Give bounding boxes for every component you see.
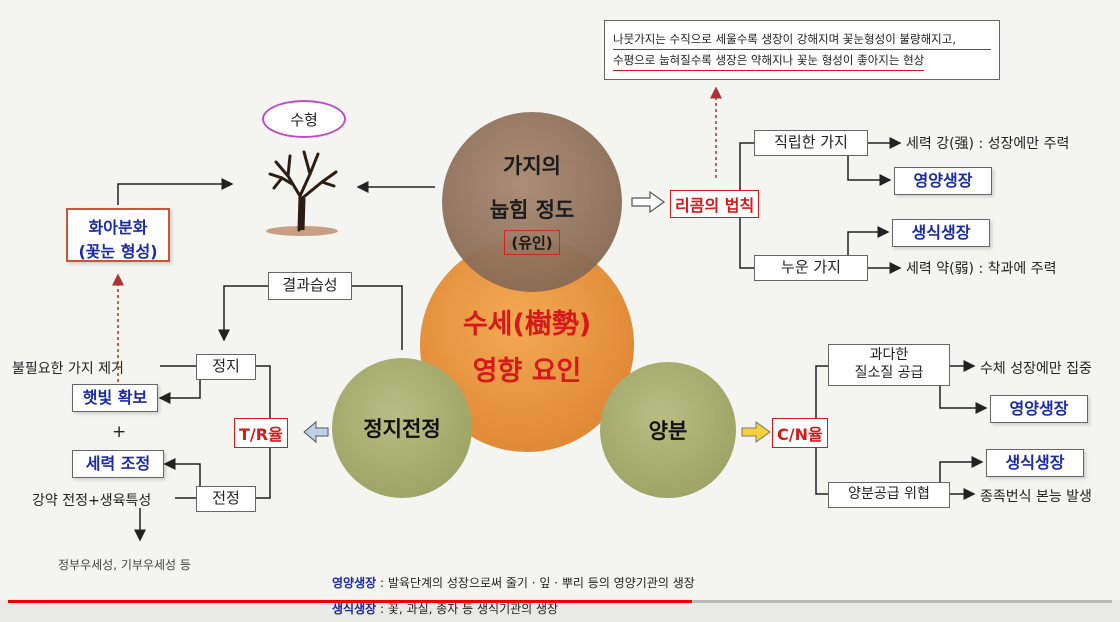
note-line1: 나뭇가지는 수직으로 세울수록 생장이 강해지며 꽃눈형성이 불량해지고, [613, 29, 991, 50]
rep-term: 생식생장 [332, 602, 377, 616]
strength-text: 강약 전정+생육특성 [32, 493, 152, 509]
tree-label: 수형 [262, 100, 346, 138]
right-circle: 양분 [600, 362, 736, 498]
nutrient-threat-box: 양분공급 위협 [828, 482, 950, 508]
tr-ratio-label: T/R율 [234, 418, 288, 448]
rep-definition: 생식생장 : 꽃, 과실, 종자 등 생식기관의 생장 [332, 600, 558, 617]
tree-label-text: 수형 [290, 110, 318, 129]
progress-fill [8, 600, 693, 603]
flower-bud-box: 화아분화 (꽃눈 형성) [66, 208, 170, 262]
veg-definition: 영양생장 : 발육단계의 성장으로써 줄기 · 잎 · 뿌리 등의 영양기관의 … [332, 574, 695, 591]
excess-line2: 질소질 공급 [854, 364, 924, 381]
fruiting-habit-box: 결과습성 [268, 272, 352, 300]
top-circle-tag: (유인) [504, 229, 560, 255]
plus-sign: + [112, 422, 127, 442]
sunlight-box: 햇빛 확보 [72, 384, 158, 412]
rep-growth-box-1: 생식생장 [892, 219, 990, 247]
ricome-law-label: 리콤의 법칙 [670, 190, 760, 218]
dominance-text: 정부우세성, 기부우세성 등 [58, 558, 191, 572]
excess-effect: 수체 성장에만 집중 [980, 361, 1092, 377]
note-line2: 수평으로 눕혀질수록 생장은 약해지나 꽃눈 형성이 좋아지는 현상 [613, 50, 925, 71]
veg-growth-box-2: 영양생장 [990, 395, 1088, 423]
lying-branch-box: 누운 가지 [754, 255, 868, 281]
flower-line1: 화아분화 [88, 218, 148, 237]
tree-icon [266, 150, 338, 236]
vigor-box: 세력 조정 [72, 450, 164, 478]
top-circle-line1: 가지의 [503, 153, 561, 178]
center-line2: 영향 요인 [472, 356, 582, 387]
jeonjeong-box: 전정 [196, 486, 256, 512]
veg-def: : 발육단계의 성장으로써 줄기 · 잎 · 뿌리 등의 영양기관의 생장 [380, 576, 695, 590]
veg-term: 영양생장 [332, 576, 377, 590]
upright-effect: 세력 강(强) : 성장에만 주력 [906, 136, 1070, 152]
excess-line1: 과다한 [869, 347, 909, 363]
top-circle-line2: 눕힘 정도 [489, 197, 575, 222]
remove-branch-text: 불필요한 가지 제거 [12, 361, 124, 377]
excess-nitrogen-box: 과다한 질소질 공급 [828, 344, 950, 386]
left-circle: 정지전정 [332, 358, 472, 498]
video-controls[interactable] [0, 600, 1120, 622]
lying-effect: 세력 약(弱) : 착과에 주력 [906, 261, 1057, 277]
flower-line2: (꽃눈 형성) [78, 242, 158, 261]
threat-effect: 종족번식 본능 발생 [980, 489, 1092, 505]
progress-bar[interactable] [8, 600, 1112, 603]
rep-def: : 꽃, 과실, 종자 등 생식기관의 생장 [380, 602, 559, 616]
cn-ratio-label: C/N율 [772, 418, 828, 448]
upright-branch-box: 직립한 가지 [754, 130, 868, 156]
right-circle-label: 양분 [648, 419, 688, 443]
top-circle: 가지의 눕힘 정도 (유인) [442, 112, 622, 292]
jeongji-box: 정지 [196, 354, 256, 380]
left-circle-label: 정지전정 [363, 417, 441, 441]
rep-growth-box-2: 생식생장 [986, 449, 1084, 477]
veg-growth-box-1: 영양생장 [894, 167, 992, 195]
center-line1: 수세(樹勢) [462, 309, 592, 340]
note-box: 나뭇가지는 수직으로 세울수록 생장이 강해지며 꽃눈형성이 불량해지고, 수평… [604, 20, 1000, 80]
